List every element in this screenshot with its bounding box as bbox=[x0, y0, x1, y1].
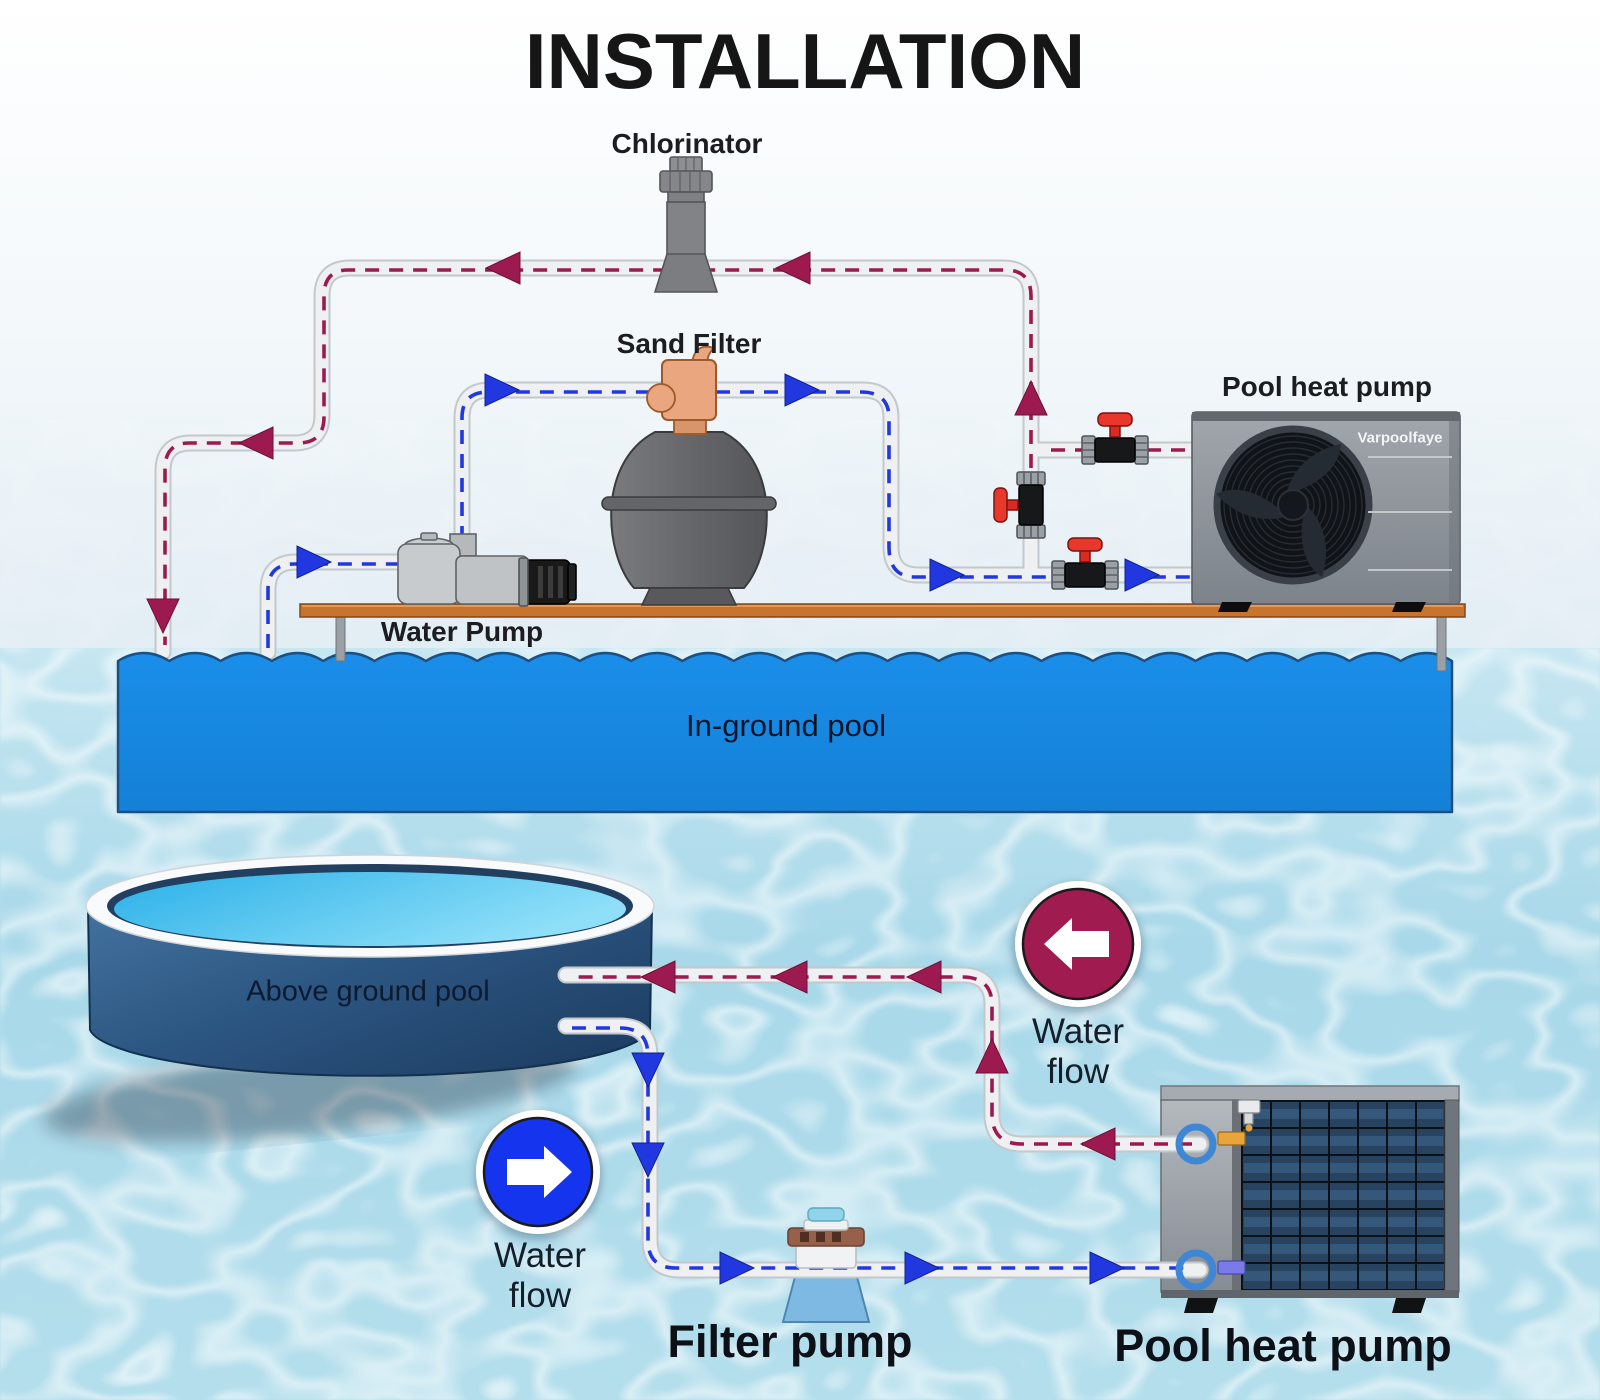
water-flow-badge-supply bbox=[476, 1110, 600, 1234]
supply-flow-dash bbox=[266, 390, 1190, 648]
supply-flow-dash2 bbox=[572, 1026, 1192, 1270]
filter-pump-device bbox=[787, 1207, 865, 1269]
heat-pump-foot bbox=[1392, 602, 1426, 612]
heat-pump-ports bbox=[1175, 1123, 1246, 1291]
water-pump-device bbox=[397, 532, 577, 607]
fan bbox=[1213, 425, 1373, 585]
panel-lines bbox=[1368, 456, 1452, 571]
coil-valve-detail bbox=[1237, 1099, 1261, 1132]
port-tag-inlet bbox=[1217, 1260, 1246, 1275]
above-ground-pool bbox=[43, 854, 655, 1143]
wooden-deck bbox=[299, 603, 1466, 618]
heat-pump-foot bbox=[1218, 602, 1252, 612]
pool-heat-pump-bottom-device bbox=[1160, 1085, 1460, 1313]
water-flow-badge-return bbox=[1015, 881, 1141, 1007]
chlorinator-device bbox=[653, 156, 719, 293]
bottom-diagram bbox=[43, 854, 1460, 1323]
port-tag-outlet bbox=[1217, 1131, 1246, 1146]
sand-filter-device bbox=[601, 345, 777, 606]
in-ground-pool bbox=[116, 651, 1454, 814]
pool-heat-pump-top-device bbox=[1191, 411, 1461, 612]
top-diagram bbox=[116, 156, 1466, 814]
return-flow-dash bbox=[163, 268, 1185, 645]
